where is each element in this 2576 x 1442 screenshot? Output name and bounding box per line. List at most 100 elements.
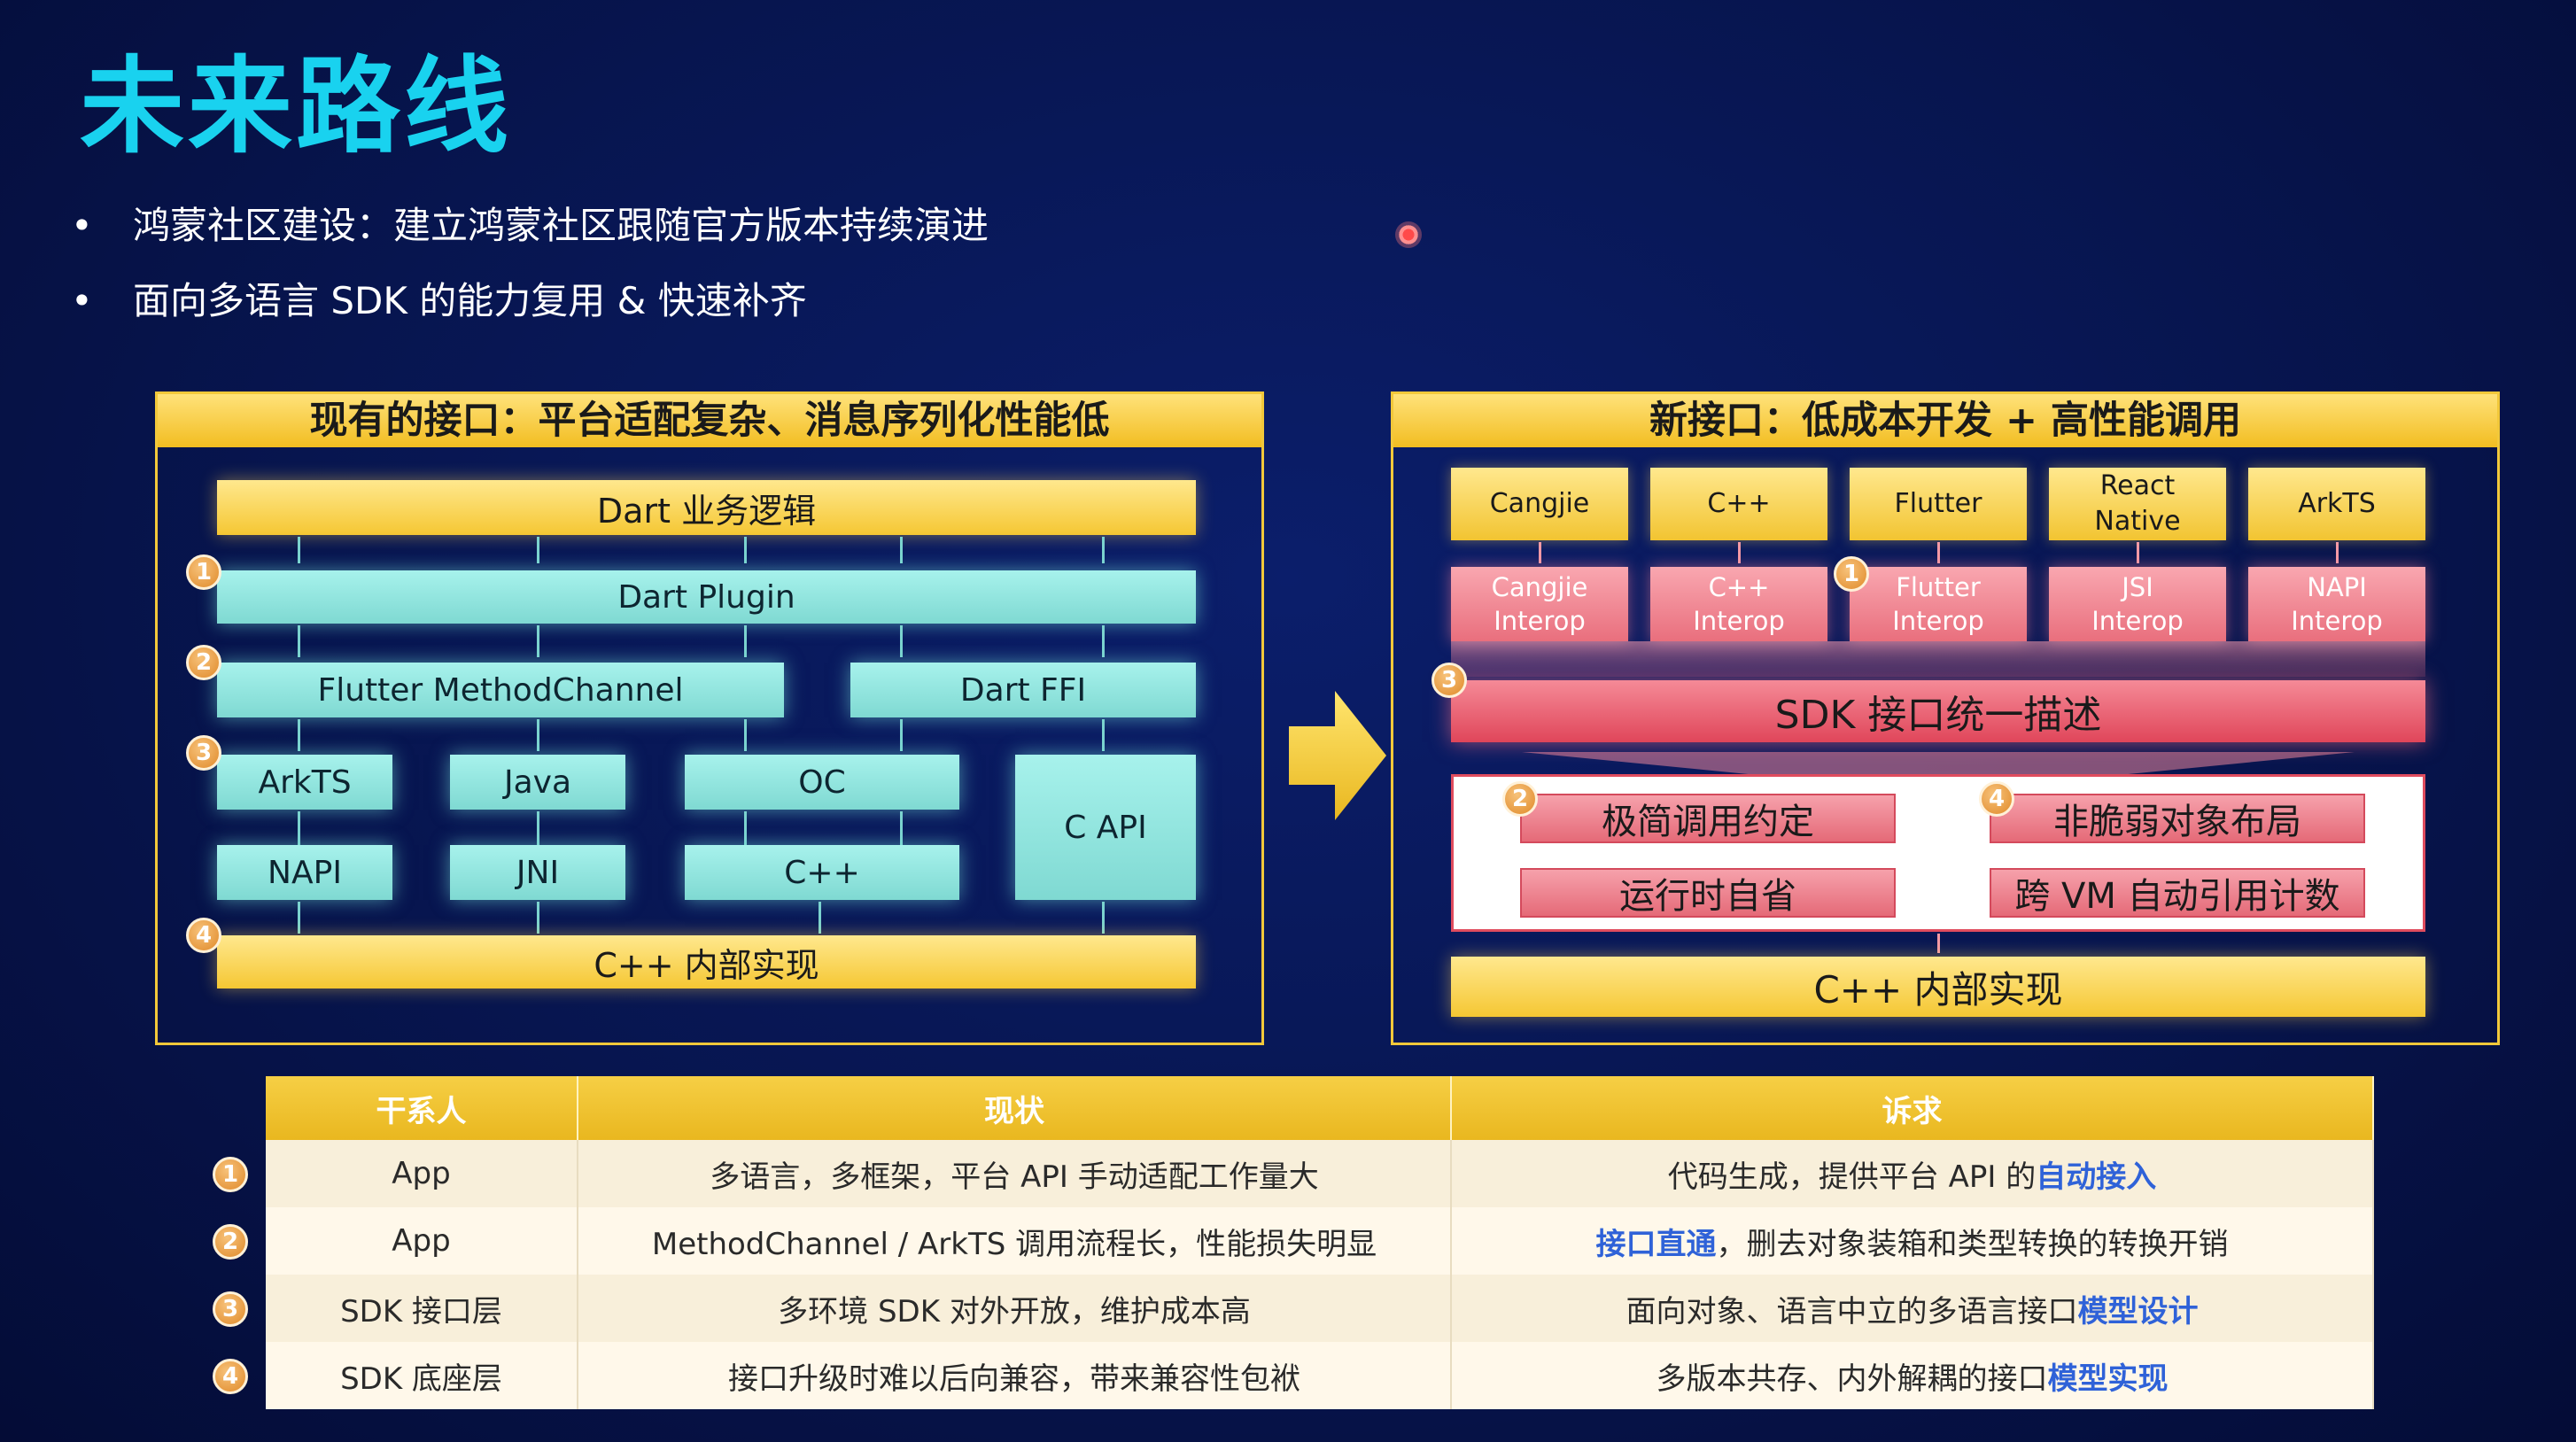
cpp-internal-impl-right: C++ 内部实现 <box>1451 957 2425 1017</box>
bullet-text: 面向多语言 SDK 的能力复用 & 快速补齐 <box>133 279 807 322</box>
cell-stakeholder: SDK 底座层 <box>266 1342 578 1409</box>
demand-text: ，删去对象装箱和类型转换的转换开销 <box>1716 1226 2229 1262</box>
demand-highlight: 模型实现 <box>2047 1361 2169 1397</box>
flow-arrow <box>1102 902 1105 934</box>
row-badge-3: 3 <box>213 1291 248 1327</box>
interop-cangjie: Cangjie Interop <box>1451 567 1628 641</box>
table-row: SDK 底座层 接口升级时难以后向兼容，带来兼容性包袱 多版本共存、内外解耦的接… <box>266 1342 2374 1409</box>
arkts-box: ArkTS <box>217 755 392 810</box>
cpp-box: C++ <box>685 845 959 900</box>
cell-demand: 代码生成，提供平台 API 的自动接入 <box>1451 1140 2374 1207</box>
cell-status: MethodChannel / ArkTS 调用流程长，性能损失明显 <box>578 1207 1452 1275</box>
row-badge-2: 2 <box>213 1224 248 1260</box>
interop-cpp: C++ Interop <box>1650 567 1827 641</box>
flow-arrow <box>819 902 821 934</box>
flow-arrow <box>298 625 300 657</box>
step-badge-1: 1 <box>186 554 221 590</box>
laser-pointer-icon <box>1395 221 1422 248</box>
table-header-demand: 诉求 <box>1451 1076 2374 1140</box>
bullet-item-1: • 鸿蒙社区建设：建立鸿蒙社区跟随官方版本持续演进 <box>71 199 989 252</box>
feature-nonfragile-layout: 非脆弱对象布局 <box>1990 794 2365 843</box>
lang-react-native: React Native <box>2049 468 2226 540</box>
dart-business-logic-box: Dart 业务逻辑 <box>217 480 1196 535</box>
feature-runtime-introspection: 运行时自省 <box>1520 868 1896 918</box>
cell-demand: 面向对象、语言中立的多语言接口模型设计 <box>1451 1275 2374 1342</box>
demand-text: 代码生成，提供平台 API 的 <box>1667 1159 2037 1195</box>
cell-status: 接口升级时难以后向兼容，带来兼容性包袱 <box>578 1342 1452 1409</box>
step-badge-4: 4 <box>186 918 221 953</box>
flow-arrow <box>298 811 300 845</box>
flow-arrow <box>1102 719 1105 751</box>
lang-cangjie: Cangjie <box>1451 468 1628 540</box>
step-badge-3: 3 <box>186 735 221 771</box>
flow-arrow <box>537 719 539 751</box>
table-header-row: 干系人 现状 诉求 <box>266 1076 2374 1140</box>
new-interface-header: 新接口：低成本开发 + 高性能调用 <box>1393 394 2497 447</box>
existing-interface-panel: 现有的接口：平台适配复杂、消息序列化性能低 <box>155 392 1264 1045</box>
bullet-item-2: • 面向多语言 SDK 的能力复用 & 快速补齐 <box>71 275 807 328</box>
new-interface-panel: 新接口：低成本开发 + 高性能调用 <box>1391 392 2500 1045</box>
transition-arrow-icon <box>1289 691 1386 820</box>
c-api-box: C API <box>1015 755 1196 900</box>
sdk-unified-description: SDK 接口统一描述 <box>1451 680 2425 742</box>
lang-arkts: ArkTS <box>2248 468 2425 540</box>
page-title: 未来路线 <box>80 45 513 167</box>
step-badge-3: 3 <box>1432 663 1467 698</box>
cell-status: 多环境 SDK 对外开放，维护成本高 <box>578 1275 1452 1342</box>
step-badge-2: 2 <box>1502 781 1538 817</box>
table-header-stakeholder: 干系人 <box>266 1076 578 1140</box>
feature-minimal-calling: 极简调用约定 <box>1520 794 1896 843</box>
demand-highlight: 接口直通 <box>1595 1226 1717 1262</box>
demand-text: 多版本共存、内外解耦的接口 <box>1656 1361 2048 1397</box>
existing-interface-header: 现有的接口：平台适配复杂、消息序列化性能低 <box>158 394 1261 447</box>
java-box: Java <box>450 755 625 810</box>
interop-flutter: Flutter Interop <box>1850 567 2027 641</box>
flow-arrow <box>900 719 903 751</box>
step-badge-4: 4 <box>1979 781 2014 817</box>
cell-stakeholder: App <box>266 1207 578 1275</box>
flow-arrow <box>900 625 903 657</box>
interop-jsi: JSI Interop <box>2049 567 2226 641</box>
dart-plugin-box: Dart Plugin <box>217 570 1196 624</box>
stakeholder-table: 干系人 现状 诉求 App 多语言，多框架，平台 API 手动适配工作量大 代码… <box>266 1076 2374 1409</box>
cell-stakeholder: App <box>266 1140 578 1207</box>
row-badge-1: 1 <box>213 1157 248 1192</box>
flow-arrow <box>1738 542 1741 563</box>
flow-arrow <box>2137 542 2139 563</box>
table-header-status: 现状 <box>578 1076 1452 1140</box>
funnel-glow <box>1451 641 2425 792</box>
bullet-dot: • <box>71 204 93 247</box>
table-row: App MethodChannel / ArkTS 调用流程长，性能损失明显 接… <box>266 1207 2374 1275</box>
lang-cpp: C++ <box>1650 468 1827 540</box>
flow-arrow <box>537 537 539 563</box>
bullet-dot: • <box>71 279 93 322</box>
flow-arrow <box>298 902 300 934</box>
cell-status: 多语言，多框架，平台 API 手动适配工作量大 <box>578 1140 1452 1207</box>
flow-arrow <box>537 625 539 657</box>
dart-ffi-box: Dart FFI <box>850 663 1196 717</box>
jni-box: JNI <box>450 845 625 900</box>
flow-arrow <box>744 537 747 563</box>
flow-arrow <box>1539 542 1541 563</box>
flow-arrow <box>1102 537 1105 563</box>
table-row: SDK 接口层 多环境 SDK 对外开放，维护成本高 面向对象、语言中立的多语言… <box>266 1275 2374 1342</box>
flow-arrow <box>298 537 300 563</box>
step-badge-1: 1 <box>1834 556 1869 592</box>
table-row: App 多语言，多框架，平台 API 手动适配工作量大 代码生成，提供平台 AP… <box>266 1140 2374 1207</box>
oc-box: OC <box>685 755 959 810</box>
flow-arrow <box>900 811 903 845</box>
flow-arrow <box>2336 542 2339 563</box>
row-badge-4: 4 <box>213 1359 248 1394</box>
flow-arrow <box>744 625 747 657</box>
flow-arrow <box>1102 625 1105 657</box>
demand-text: 面向对象、语言中立的多语言接口 <box>1626 1293 2078 1330</box>
flow-arrow <box>900 537 903 563</box>
flow-arrow <box>537 902 539 934</box>
flow-arrow <box>744 719 747 751</box>
step-badge-2: 2 <box>186 645 221 680</box>
flow-arrow <box>537 811 539 845</box>
demand-highlight: 自动接入 <box>2036 1159 2157 1195</box>
cell-demand: 接口直通，删去对象装箱和类型转换的转换开销 <box>1451 1207 2374 1275</box>
bullet-text: 鸿蒙社区建设：建立鸿蒙社区跟随官方版本持续演进 <box>133 204 989 247</box>
flow-arrow <box>1937 542 1940 563</box>
